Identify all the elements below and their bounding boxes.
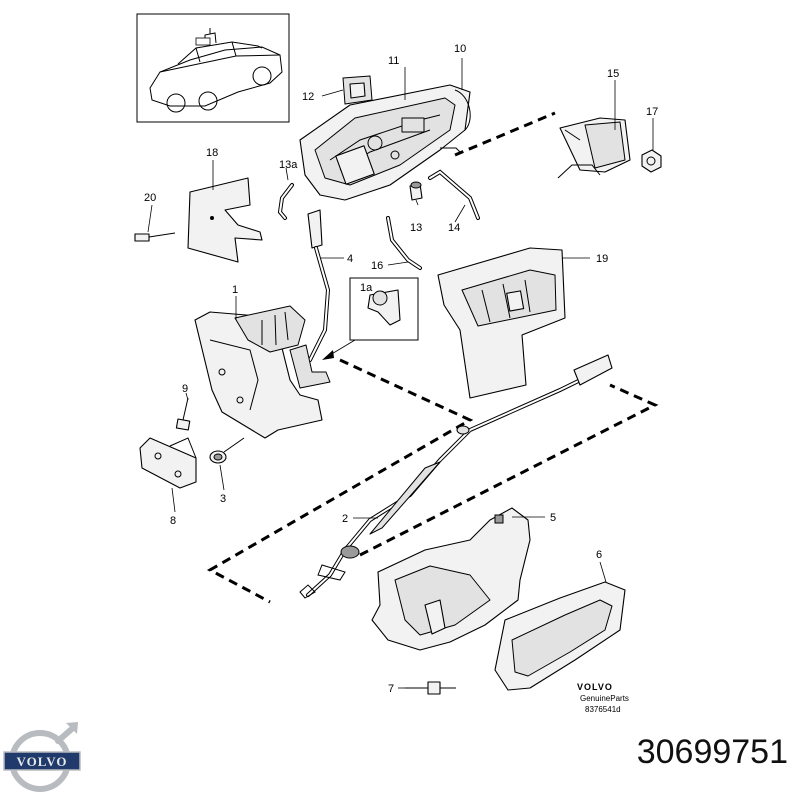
genuine-parts-watermark: VOLVO GenuineParts 8376541d [577, 682, 629, 714]
callout-label: 14 [448, 222, 460, 234]
cable-4 [307, 209, 331, 362]
callout-label: 16 [371, 260, 383, 272]
gasket [342, 75, 373, 105]
watermark-brand: VOLVO [577, 682, 613, 692]
callout-labels: 1 1a 2 3 4 5 6 7 8 9 10 11 12 13 13a 14 … [144, 43, 658, 695]
inset-1a [322, 277, 419, 360]
callout-label: 1 [232, 284, 238, 296]
callout-label: 3 [220, 493, 226, 505]
callout-label: 2 [342, 513, 348, 525]
screw-3 [209, 437, 245, 464]
rod-16 [386, 216, 422, 270]
volvo-logo: VOLVO [3, 722, 81, 792]
callout-label: 15 [607, 68, 619, 80]
bracket [187, 177, 263, 263]
cable-2 [299, 354, 613, 599]
callout-label: 9 [182, 383, 188, 395]
logo-text: VOLVO [17, 754, 68, 769]
assembly-dash-lines [206, 111, 659, 604]
callout-label: 13a [279, 159, 298, 171]
leader-lines [147, 58, 654, 689]
screw-7 [405, 681, 456, 695]
nut [641, 149, 662, 173]
callout-label: 13 [410, 222, 422, 234]
callout-label: 10 [454, 43, 466, 55]
striker-plate-8 [139, 437, 197, 489]
outer-handle-assembly [299, 84, 471, 201]
callout-label: 17 [646, 106, 658, 118]
callout-label: 18 [206, 147, 218, 159]
callout-label: 12 [302, 91, 314, 103]
callout-label: 1a [360, 282, 373, 294]
screw-20 [134, 232, 176, 242]
car-thumbnail [136, 13, 290, 123]
inner-panel-19 [437, 247, 566, 399]
callout-label: 5 [550, 512, 556, 524]
callout-label: 8 [170, 515, 176, 527]
screw-9 [175, 397, 191, 431]
callout-label: 6 [596, 549, 602, 561]
grommet-13 [409, 181, 423, 201]
clip-13a [277, 183, 294, 220]
watermark-line2: 8376541d [585, 705, 621, 714]
callout-label: 7 [388, 683, 394, 695]
handle-housing-5 [371, 507, 531, 651]
lock-cylinder [557, 117, 631, 179]
callout-label: 19 [596, 253, 608, 265]
watermark-line1: GenuineParts [580, 694, 629, 703]
callout-label: 20 [144, 192, 156, 204]
handle-6 [494, 581, 626, 691]
callout-label: 11 [388, 55, 399, 67]
rod-14 [428, 169, 480, 220]
callout-label: 4 [347, 253, 353, 265]
part-number: 30699751 [636, 733, 788, 771]
lock-1 [194, 305, 331, 439]
